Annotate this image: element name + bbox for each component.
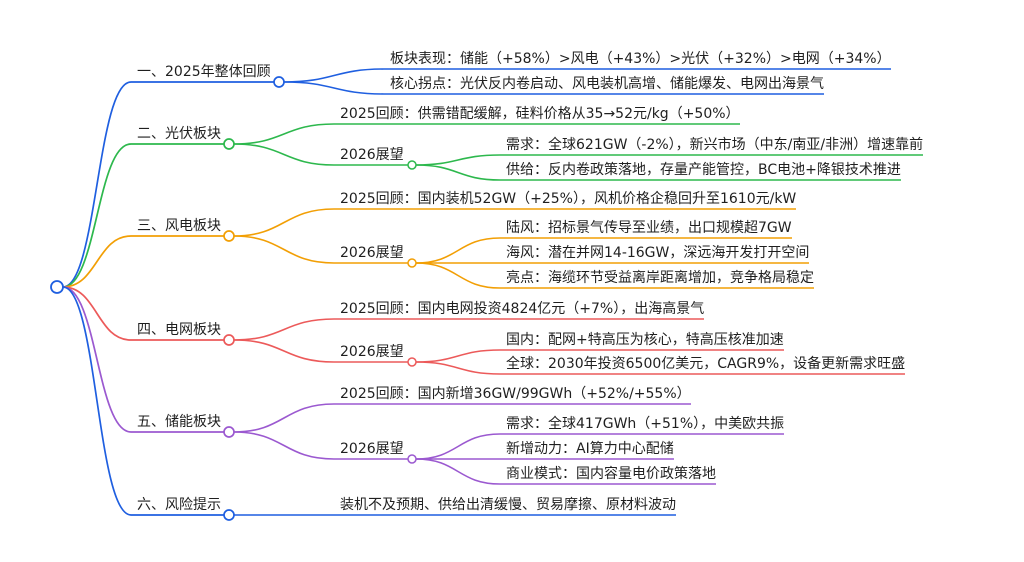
link-b2-c2_1 bbox=[233, 235, 335, 264]
branch-pv[interactable]: 二、光伏板块 bbox=[137, 126, 221, 142]
branch-grid[interactable]: 四、电网板块 bbox=[137, 322, 221, 338]
link-root-b2 bbox=[62, 235, 132, 288]
link-b1-c1_1 bbox=[233, 143, 335, 166]
link-b2-c2_0 bbox=[233, 208, 335, 237]
node-pv-2025-review: 2025回顾：供需错配缓解，硅料价格从35→52元/kg（+50%） bbox=[340, 106, 740, 122]
node-grid-domestic: 国内：配网+特高压为核心，特高压核准加速 bbox=[506, 332, 784, 348]
branch-storage[interactable]: 五、储能板块 bbox=[137, 414, 221, 430]
node-pv-supply: 供给：反内卷政策落地，存量产能管控，BC电池+降银技术推进 bbox=[506, 162, 901, 178]
toggle-dot-b0[interactable] bbox=[273, 76, 285, 88]
link-root-b1 bbox=[62, 143, 132, 288]
node-wind-offshore: 海风：潜在并网14-16GW，深远海开发打开空间 bbox=[506, 245, 810, 261]
toggle-dot-c2_1[interactable] bbox=[407, 258, 417, 268]
node-wind-2026-outlook[interactable]: 2026展望 bbox=[340, 245, 404, 261]
link-c1_1-g1_1 bbox=[415, 164, 501, 181]
link-root-b5 bbox=[62, 286, 132, 516]
node-pv-2026-outlook[interactable]: 2026展望 bbox=[340, 147, 404, 163]
node-grid-2026-outlook[interactable]: 2026展望 bbox=[340, 344, 404, 360]
link-b3-c3_1 bbox=[233, 339, 335, 363]
branch-risk[interactable]: 六、风险提示 bbox=[137, 497, 221, 513]
link-b0-c0_1 bbox=[283, 81, 385, 95]
link-root-b4 bbox=[62, 286, 132, 433]
link-c2_1-g2_0 bbox=[415, 237, 501, 264]
toggle-dot-b3[interactable] bbox=[223, 334, 235, 346]
node-pv-demand: 需求：全球621GW（-2%），新兴市场（中东/南亚/非洲）增速靠前 bbox=[506, 137, 924, 153]
link-c1_1-g1_0 bbox=[415, 154, 501, 166]
toggle-dot-b1[interactable] bbox=[223, 138, 235, 150]
toggle-dot-c3_1[interactable] bbox=[407, 357, 417, 367]
node-storage-2025-review: 2025回顾：国内新增36GW/99GWh（+52%/+55%） bbox=[340, 386, 691, 402]
node-sector-performance: 板块表现：储能（+58%）>风电（+43%）>光伏（+32%）>电网（+34%） bbox=[390, 51, 891, 67]
toggle-dot-b2[interactable] bbox=[223, 230, 235, 242]
link-c4_1-g4_2 bbox=[415, 458, 501, 485]
link-c3_1-g3_1 bbox=[415, 361, 501, 375]
link-c4_1-g4_0 bbox=[415, 433, 501, 460]
node-wind-onshore: 陆风：招标景气传导至业绩，出口规模超7GW bbox=[506, 220, 792, 236]
node-storage-2026-outlook[interactable]: 2026展望 bbox=[340, 441, 404, 457]
node-wind-highlight: 亮点：海缆环节受益离岸距离增加，竞争格局稳定 bbox=[506, 270, 814, 286]
branch-overview[interactable]: 一、2025年整体回顾 bbox=[137, 64, 271, 80]
branch-wind[interactable]: 三、风电板块 bbox=[137, 218, 221, 234]
node-storage-demand: 需求：全球417GWh（+51%），中美欧共振 bbox=[506, 416, 785, 432]
link-c2_1-g2_2 bbox=[415, 262, 501, 289]
toggle-dot-b5[interactable] bbox=[223, 509, 235, 521]
node-storage-new-driver: 新增动力：AI算力中心配储 bbox=[506, 441, 674, 457]
link-b4-c4_1 bbox=[233, 431, 335, 460]
link-b3-c3_0 bbox=[233, 318, 335, 341]
toggle-dot-c4_1[interactable] bbox=[407, 454, 417, 464]
toggle-dot-c1_1[interactable] bbox=[407, 160, 417, 170]
node-grid-2025-review: 2025回顾：国内电网投资4824亿元（+7%），出海高景气 bbox=[340, 301, 705, 317]
node-grid-global: 全球：2030年投资6500亿美元，CAGR9%，设备更新需求旺盛 bbox=[506, 356, 906, 372]
toggle-dot-b4[interactable] bbox=[223, 426, 235, 438]
node-storage-business-model: 商业模式：国内容量电价政策落地 bbox=[506, 466, 716, 482]
node-wind-2025-review: 2025回顾：国内装机52GW（+25%），风机价格企稳回升至1610元/kW bbox=[340, 191, 797, 207]
node-risk-items: 装机不及预期、供给出清缓慢、贸易摩擦、原材料波动 bbox=[340, 497, 676, 513]
link-c3_1-g3_0 bbox=[415, 349, 501, 363]
root-node[interactable] bbox=[50, 280, 64, 294]
link-b4-c4_0 bbox=[233, 403, 335, 433]
link-b0-c0_0 bbox=[283, 68, 385, 83]
link-b1-c1_0 bbox=[233, 123, 335, 145]
link-root-b0 bbox=[62, 81, 132, 288]
link-root-b3 bbox=[62, 286, 132, 341]
node-core-turning-point: 核心拐点：光伏反内卷启动、风电装机高增、储能爆发、电网出海景气 bbox=[390, 76, 824, 92]
